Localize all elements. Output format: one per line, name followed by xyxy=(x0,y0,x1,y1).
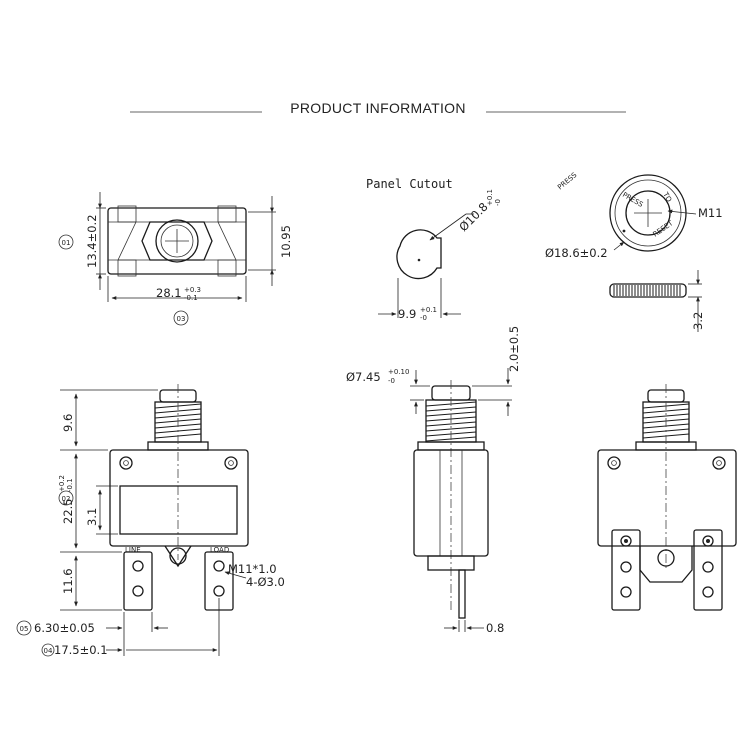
front-view: LINE LOAD M11*1.0 4-Ø3.0 9.6 22.5 +0.2 -… xyxy=(16,384,285,657)
cutout-dia-tol-bottom: -0 xyxy=(494,199,502,206)
body-height-tol-bottom: -0.1 xyxy=(66,478,74,492)
rear-terminal-left xyxy=(611,529,641,611)
push-button-top xyxy=(155,219,199,263)
panel-cutout-title: Panel Cutout xyxy=(366,177,453,191)
tab-thickness-label: 0.8 xyxy=(486,621,504,635)
terminal-height-dim: 11.6 xyxy=(61,568,75,594)
cutout-dia-tol-top: +0.1 xyxy=(486,189,494,206)
hole-label: 4-Ø3.0 xyxy=(246,575,285,589)
side-view: Ø7.45 +0.10 -0 2.0±0.5 0.8 xyxy=(346,326,521,635)
top-height-dim: 9.6 xyxy=(61,414,75,432)
marker-04 xyxy=(41,643,55,657)
side-tab xyxy=(458,569,466,619)
marker-02 xyxy=(58,490,74,506)
top-width-label: 28.1 xyxy=(156,286,182,300)
button-thread-label: M11 xyxy=(698,206,723,220)
load-label: LOAD xyxy=(210,546,229,554)
line-label: LINE xyxy=(125,546,141,554)
thread-line xyxy=(642,408,690,414)
ring-press-text: PRESS xyxy=(621,191,645,209)
ring-thickness-label: 3.2 xyxy=(691,312,705,330)
svg-text:05: 05 xyxy=(20,625,29,633)
thread-line xyxy=(154,408,202,414)
front-body xyxy=(109,449,249,547)
cutout-shape xyxy=(396,229,442,280)
ring-to-text: TO xyxy=(661,190,674,204)
terminal-width-dim: 6.30±0.05 xyxy=(34,621,95,635)
top-height-label: 13.4±0.2 xyxy=(85,214,99,268)
front-label-window xyxy=(119,485,238,535)
side-dia-label: Ø7.45 xyxy=(346,370,381,384)
marker-01 xyxy=(58,234,74,250)
hex-nut xyxy=(141,221,213,261)
rear-terminal-right xyxy=(693,529,723,611)
marker-03 xyxy=(173,310,189,326)
button-dia-label: Ø18.6±0.2 xyxy=(545,246,608,260)
body-height-tol-top: +0.2 xyxy=(58,475,66,492)
cutout-width-tol-bottom: -0 xyxy=(420,314,427,322)
thread-line xyxy=(154,413,202,419)
thread-line xyxy=(425,421,477,427)
terminal-line xyxy=(123,551,153,611)
cutout-width-tol-top: +0.1 xyxy=(420,306,437,314)
panel-cutout-view: Panel Cutout Ø10.8 +0.1 -0 9.9 +0.1 -0 xyxy=(366,177,502,322)
cap-height-label: 2.0±0.5 xyxy=(507,326,521,372)
top-width-tol-top: +0.3 xyxy=(184,286,201,294)
inner-height-dim: 3.1 xyxy=(85,508,99,526)
side-dia-tol-bottom: -0 xyxy=(388,377,395,385)
svg-text:01: 01 xyxy=(62,239,71,247)
svg-text:02: 02 xyxy=(62,495,71,503)
button-view: PRESS PRESS TO RESET M11 Ø18.6±0.2 3.2 xyxy=(545,171,723,332)
top-inner-height-label: 10.95 xyxy=(279,225,293,258)
thread-line xyxy=(425,426,477,432)
top-width-tol-bottom: -0.1 xyxy=(184,294,198,302)
top-view: 13.4±0.2 01 10.95 28.1 +0.3 -0.1 03 xyxy=(58,192,293,326)
press-label: PRESS xyxy=(556,171,579,192)
knurled-ring xyxy=(609,283,687,298)
marker-05 xyxy=(16,620,32,636)
svg-text:03: 03 xyxy=(177,315,186,323)
rear-body xyxy=(597,449,737,547)
top-view-body xyxy=(107,207,247,275)
svg-text:04: 04 xyxy=(44,647,53,655)
cutout-width-label: 9.9 xyxy=(398,307,416,321)
section-title: PRODUCT INFORMATION xyxy=(290,100,466,116)
rear-view xyxy=(597,384,737,611)
thread-label: M11*1.0 xyxy=(228,562,277,576)
side-dia-tol-top: +0.10 xyxy=(388,368,409,376)
terminal-pitch-dim: 17.5±0.1 xyxy=(54,643,108,657)
thread-line xyxy=(642,413,690,419)
